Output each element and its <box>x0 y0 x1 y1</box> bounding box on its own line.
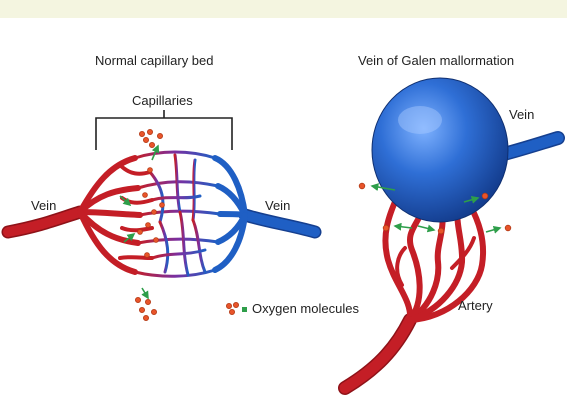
galen-vein <box>500 138 558 155</box>
oxygen-cluster-bottom <box>135 297 156 320</box>
right-vein-label: Vein <box>265 198 290 213</box>
left-artery <box>8 212 80 232</box>
oxygen-cluster-top <box>139 129 162 147</box>
capillaries-label: Capillaries <box>132 93 193 108</box>
oxygen-molecule-icon <box>226 302 247 314</box>
galen-vein-label: Vein <box>509 107 534 122</box>
malformation-sphere <box>372 78 508 222</box>
right-vein <box>245 215 315 232</box>
legend-label: Oxygen molecules <box>252 301 359 316</box>
left-vein-label: Vein <box>31 198 56 213</box>
left-panel-title: Normal capillary bed <box>95 53 214 68</box>
right-panel-title: Vein of Galen mallormation <box>358 53 514 68</box>
capillaries-bracket <box>96 110 232 150</box>
artery-label: Artery <box>458 298 493 313</box>
venules <box>215 158 245 270</box>
